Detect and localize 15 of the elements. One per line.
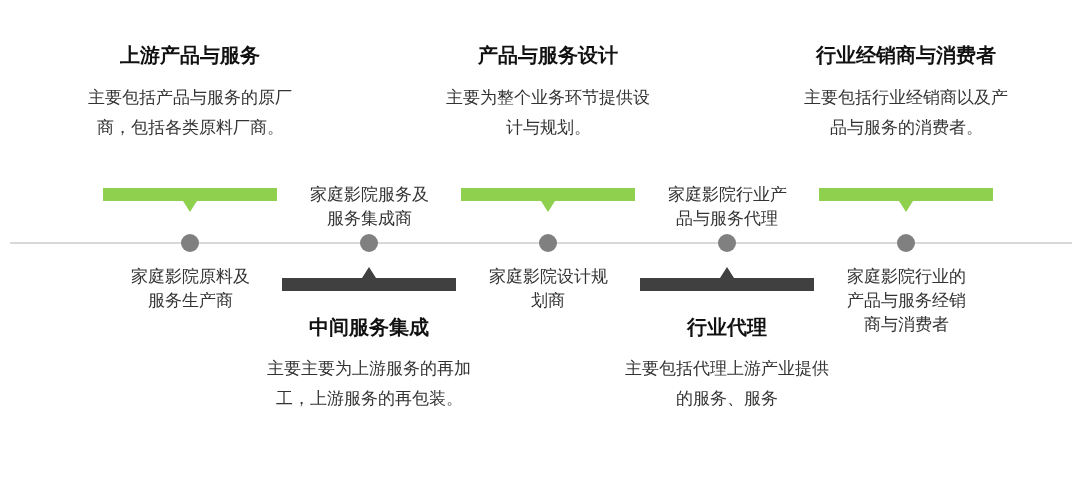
stage-heading: 产品与服务设计 (477, 42, 619, 69)
dot-label: 家庭影院设计规划商 (488, 265, 608, 312)
dot-label: 家庭影院服务及服务集成商 (308, 183, 430, 230)
stage-description: 主要为整个业务环节提供设计与规划。 (445, 86, 651, 139)
stage-heading: 中间服务集成 (308, 314, 430, 341)
dot-label: 家庭影院行业产品与服务代理 (666, 183, 788, 230)
stage-description: 主要主要为上游服务的再加工，上游服务的再包装。 (266, 357, 472, 410)
stage-description: 主要包括代理上游产业提供的服务、服务 (624, 357, 830, 410)
stage-description: 主要包括行业经销商以及产品与服务的消费者。 (803, 86, 1009, 139)
stage-description: 主要包括产品与服务的原厂商，包括各类原料厂商。 (87, 86, 293, 139)
stage-heading: 行业代理 (685, 314, 768, 341)
stage-heading: 行业经销商与消费者 (814, 42, 997, 69)
dot-label: 家庭影院行业的产品与服务经销商与消费者 (846, 265, 966, 336)
dot-label: 家庭影院原料及服务生产商 (130, 265, 250, 312)
stage-heading: 上游产品与服务 (119, 42, 261, 69)
